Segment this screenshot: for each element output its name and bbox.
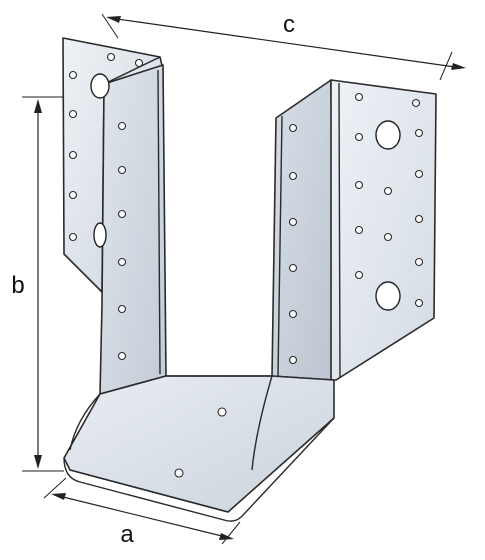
- dimension-a-extension-left: [43, 477, 67, 499]
- hole: [217, 407, 227, 417]
- hole: [354, 92, 364, 102]
- dimension-c-label: c: [283, 11, 295, 38]
- dimension-b-arrow-top: [34, 99, 42, 113]
- hole: [117, 257, 127, 267]
- dimension-a: a: [43, 477, 241, 548]
- dimension-a-extension-right: [221, 521, 241, 545]
- base-holes: [174, 407, 227, 478]
- dimension-b: b: [11, 96, 98, 472]
- hole: [106, 52, 116, 62]
- hole: [411, 98, 421, 108]
- hole: [354, 180, 364, 190]
- large-hole-partial: [90, 73, 110, 99]
- dimension-c: c: [101, 11, 466, 81]
- dimension-c-arrow-right: [451, 63, 466, 70]
- left-wall-thickness-edge: [157, 69, 161, 375]
- hole: [134, 58, 144, 68]
- base-front-edge: [69, 469, 229, 513]
- left-wall-holes: [117, 121, 127, 361]
- dimension-b-arrow-bottom: [34, 455, 42, 469]
- base-inner-fold-right: [251, 375, 273, 471]
- large-hole: [375, 281, 401, 311]
- hole: [68, 232, 78, 242]
- hole: [414, 214, 424, 224]
- hole: [288, 123, 298, 133]
- hole: [288, 171, 298, 181]
- hole: [117, 351, 127, 361]
- dimension-a-arrow-right: [219, 533, 234, 540]
- dimension-c-extension-left: [101, 13, 119, 39]
- dimension-a-arrow-left: [51, 493, 66, 500]
- left-side-wall: [99, 64, 167, 395]
- right-flange-fold-edge: [338, 82, 341, 379]
- dimension-a-label: a: [120, 521, 134, 548]
- base-inner-fold-left: [69, 393, 101, 451]
- hole: [288, 263, 298, 273]
- hole: [383, 186, 393, 196]
- large-hole-partial: [93, 222, 107, 248]
- right-flange: [330, 79, 437, 381]
- right-flange-holes: [354, 92, 424, 311]
- joist-hanger: [62, 37, 437, 522]
- hole: [117, 209, 127, 219]
- hole: [117, 304, 127, 314]
- dimension-b-label: b: [11, 272, 24, 299]
- hole: [68, 150, 78, 160]
- hole: [414, 128, 424, 138]
- left-flange-fold-edge: [103, 56, 161, 85]
- hole: [414, 298, 424, 308]
- hole: [354, 132, 364, 142]
- base-seat: [63, 375, 335, 513]
- hole: [68, 109, 78, 119]
- hole: [288, 355, 298, 365]
- dimension-c-arrow-left: [106, 16, 121, 23]
- right-wall-thickness-edge: [277, 115, 283, 377]
- dimension-c-line: [109, 17, 463, 69]
- hole: [174, 468, 184, 478]
- hole: [68, 70, 78, 80]
- large-hole: [375, 120, 401, 150]
- right-wall-holes: [288, 123, 298, 365]
- hole: [414, 257, 424, 267]
- dimension-a-line: [54, 494, 231, 539]
- hole: [354, 270, 364, 280]
- left-flange-holes: [68, 52, 144, 248]
- hole: [117, 121, 127, 131]
- hole: [354, 225, 364, 235]
- hole: [68, 190, 78, 200]
- hole: [383, 232, 393, 242]
- hole: [288, 309, 298, 319]
- hole: [288, 217, 298, 227]
- base-front-lip: [63, 417, 335, 522]
- hole: [414, 169, 424, 179]
- hole: [117, 165, 127, 175]
